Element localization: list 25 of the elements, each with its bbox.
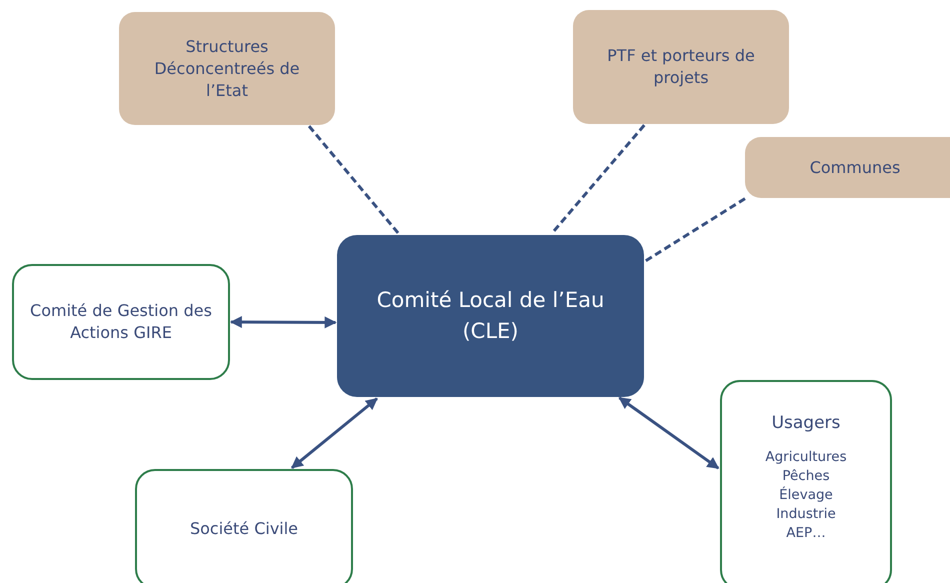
double-arrow xyxy=(618,396,720,470)
box-label: Comité de Gestion des Actions GIRE xyxy=(29,300,213,344)
double-arrow xyxy=(291,397,378,469)
partner-box xyxy=(12,264,230,380)
double-arrow xyxy=(230,316,337,328)
list-item: AEP… xyxy=(786,524,826,543)
list-item: Industrie xyxy=(776,505,836,524)
box-label: Comité Local de l’Eau (CLE) xyxy=(376,287,606,345)
box-label: Communes xyxy=(810,156,900,178)
partner-box xyxy=(720,380,892,583)
list-item: Pêches xyxy=(782,467,830,486)
stakeholder-box xyxy=(119,12,335,125)
list-item: Élevage xyxy=(779,486,833,505)
partner-box xyxy=(135,469,353,583)
dashed-connector xyxy=(308,125,400,234)
stakeholder-box xyxy=(573,10,789,124)
box-label: Société Civile xyxy=(190,518,298,540)
box-label: Structures Déconcentreés de l’Etat xyxy=(153,36,301,102)
box-heading: Usagers xyxy=(772,412,840,434)
list-item: Agricultures xyxy=(765,448,847,467)
box-label: PTF et porteurs de projets xyxy=(606,45,756,89)
dashed-connector xyxy=(644,197,746,262)
dashed-connector xyxy=(550,124,646,234)
central-box xyxy=(337,235,644,397)
stakeholder-box xyxy=(745,137,950,198)
